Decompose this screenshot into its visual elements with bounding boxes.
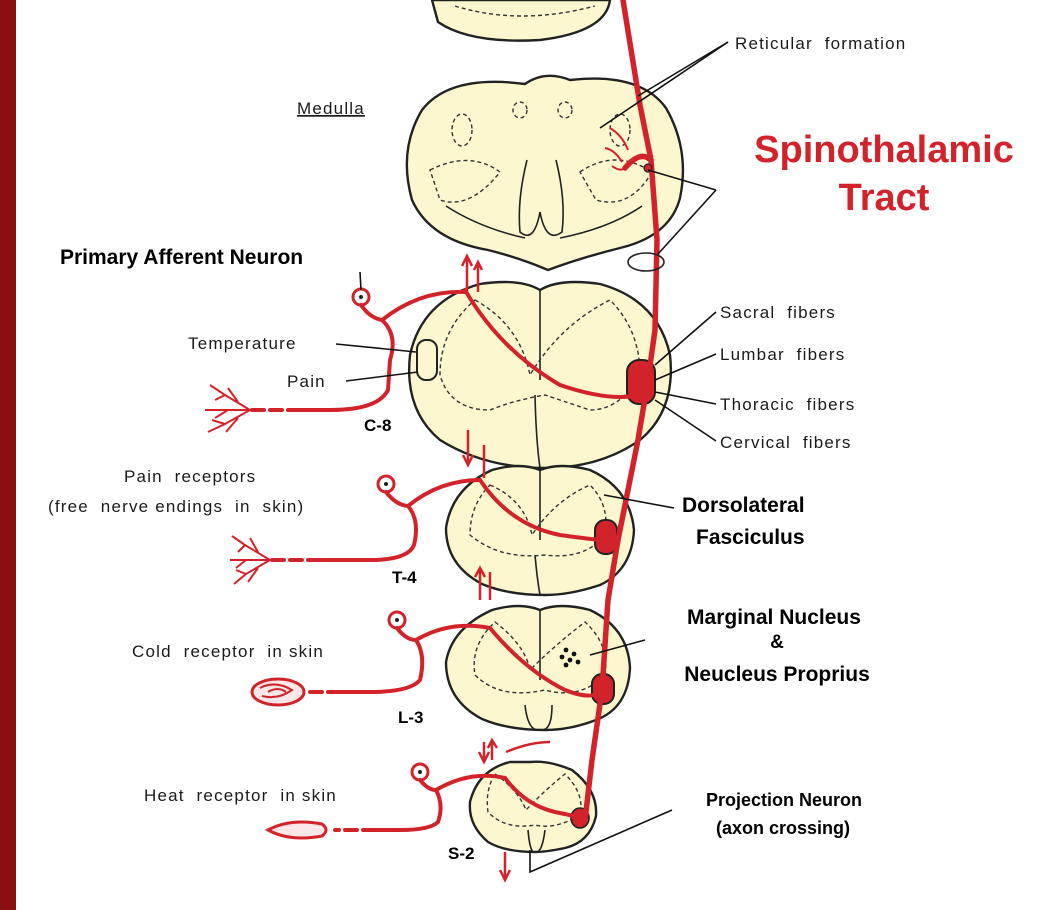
segment-c8: C-8 <box>364 416 391 435</box>
label-temperature: Temperature <box>188 334 297 353</box>
label-ampersand: & <box>770 632 784 653</box>
label-thoracic-fibers: Thoracic fibers <box>720 395 855 414</box>
upper-brainstem-section <box>432 0 610 41</box>
label-reticular-formation: Reticular formation <box>735 34 906 53</box>
title-line-1: Spinothalamic <box>754 129 1014 171</box>
segment-s2: S-2 <box>448 844 474 863</box>
segment-t4: T-4 <box>392 568 417 587</box>
label-projection-neuron: Projection Neuron <box>706 790 862 810</box>
label-axon-crossing: (axon crossing) <box>716 818 850 838</box>
c8-section <box>409 282 671 468</box>
segment-l3: L-3 <box>398 708 424 727</box>
label-primary-afferent-neuron: Primary Afferent Neuron <box>60 246 303 269</box>
title-line-2: Tract <box>839 177 930 219</box>
label-heat-receptor: Heat receptor in skin <box>144 786 337 805</box>
label-pain-receptors: Pain receptors <box>124 467 256 486</box>
label-cervical-fibers: Cervical fibers <box>720 433 852 452</box>
label-pain: Pain <box>287 372 326 391</box>
label-medulla: Medulla <box>297 99 365 118</box>
label-free-nerve-endings: (free nerve endings in skin) <box>48 497 304 516</box>
label-dorsolateral: Dorsolateral <box>682 494 805 517</box>
label-neucleus-proprius: Neucleus Proprius <box>684 663 870 686</box>
label-lumbar-fibers: Lumbar fibers <box>720 345 845 364</box>
label-cold-receptor: Cold receptor in skin <box>132 642 324 661</box>
label-marginal-nucleus: Marginal Nucleus <box>687 606 861 629</box>
label-fasciculus: Fasciculus <box>696 526 805 549</box>
label-sacral-fibers: Sacral fibers <box>720 303 836 322</box>
t4-afferent-neuron <box>230 476 480 584</box>
